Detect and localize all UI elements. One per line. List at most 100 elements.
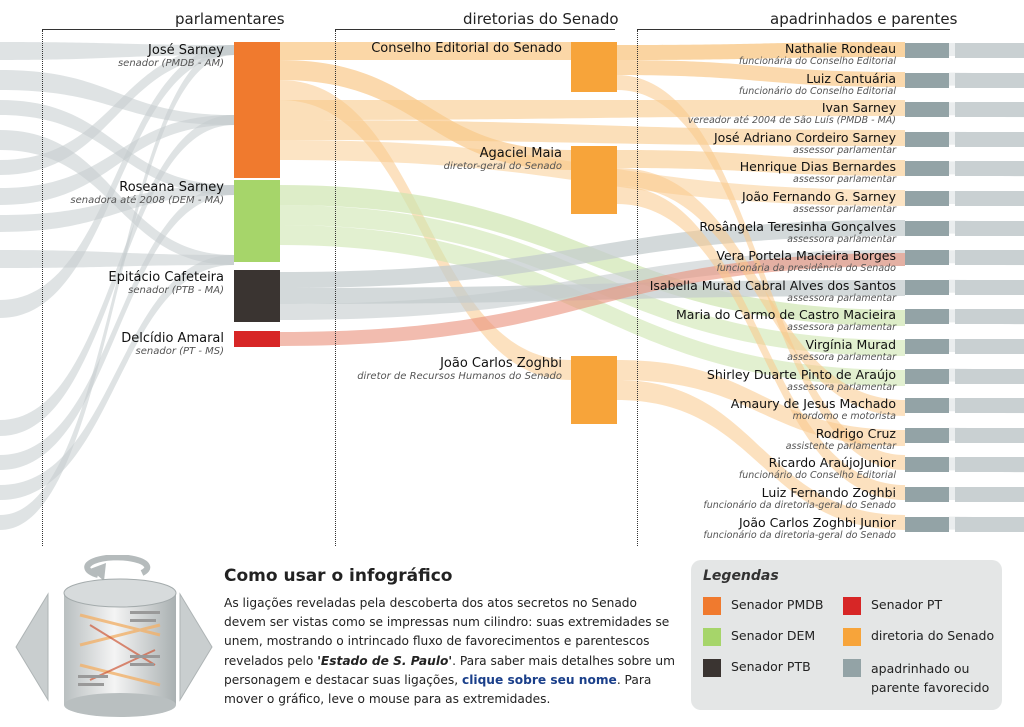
scroll-left-arrow-icon[interactable]: [14, 592, 50, 706]
apadrinhado-wrap-band: [955, 43, 1024, 58]
flow-ribbon: [0, 130, 234, 265]
apadrinhado-name[interactable]: Ivan Sarney: [821, 100, 896, 116]
header-apadrinhados: apadrinhados e parentes: [770, 10, 958, 28]
legend-panel: Legendas Senador PMDB Senador PT Senador…: [691, 560, 1002, 710]
flow-ribbon: [0, 70, 234, 125]
flow-ribbons: [0, 42, 1024, 532]
flow-ribbon: [0, 115, 234, 436]
apadrinhado-role: assessora parlamentar: [787, 352, 896, 363]
apadrinhado-name[interactable]: Amaury de Jesus Machado: [730, 396, 896, 412]
apadrinhado-wrap-band: [955, 279, 1024, 295]
flow-ribbon: [617, 168, 905, 416]
newspaper-name: 'Estado de S. Paulo': [317, 653, 453, 668]
apadrinhado-bar[interactable]: [905, 368, 949, 384]
how-to-title: Como usar o infográfico: [224, 566, 453, 586]
apadrinhado-bar[interactable]: [905, 457, 949, 473]
apadrinhado-name[interactable]: Rosângela Teresinha Gonçalves: [699, 218, 896, 234]
flow-ribbon: [280, 100, 905, 120]
diretoria-conselho-editorial[interactable]: Conselho Editorial do Senado: [371, 41, 562, 56]
click-name-link[interactable]: clique sobre seu nome: [461, 672, 617, 687]
apadrinhado-name[interactable]: Rodrigo Cruz: [815, 425, 896, 441]
apadrinhado-name[interactable]: Isabella Murad Cabral Alves dos Santos: [649, 277, 896, 293]
bar-agaciel-maia[interactable]: [571, 146, 617, 214]
flow-ribbon: [280, 42, 571, 60]
apadrinhado-bar[interactable]: [905, 487, 949, 502]
apadrinhado-role: assessora parlamentar: [787, 381, 896, 393]
flow-ribbon: [0, 45, 234, 318]
apadrinhado-role: funcionária da presidência do Senado: [716, 263, 896, 275]
apadrinhado-role: funcionário da diretoria-geral do Senado: [703, 500, 896, 511]
flow-ribbon: [617, 360, 905, 446]
legend-item-pt: Senador PT: [843, 597, 942, 615]
apadrinhado-name[interactable]: Henrique Dias Bernardes: [739, 159, 896, 175]
apadrinhado-bar[interactable]: [905, 309, 949, 325]
apadrinhado-role: mordomo e motorista: [792, 411, 896, 423]
apadrinhado-bar[interactable]: [905, 339, 949, 354]
apadrinhado-name[interactable]: Shirley Duarte Pinto de Araújo: [706, 366, 896, 382]
apadrinhado-wrap-band: [955, 309, 1024, 325]
flow-ribbon: [617, 380, 905, 530]
bar-epitacio-cafeteira[interactable]: [234, 270, 280, 322]
apadrinhado-wrap-band: [955, 72, 1024, 88]
flow-ribbon: [617, 60, 905, 87]
apadrinhado-wrap-band: [955, 427, 1024, 443]
apadrinhado-bar[interactable]: [905, 161, 949, 177]
apadrinhado-name[interactable]: Nathalie Rondeau: [784, 41, 896, 56]
apadrinhado-name[interactable]: Maria do Carmo de Castro Macieira: [676, 307, 896, 323]
apadrinhado-wrap-band: [955, 191, 1024, 206]
apadrinhado-bar[interactable]: [905, 250, 949, 266]
apadrinhado-role: assessor parlamentar: [793, 174, 896, 186]
flow-ribbon: [0, 185, 234, 232]
apadrinhado-name[interactable]: João Fernando G. Sarney: [742, 189, 896, 204]
apadrinhado-name[interactable]: Luiz Cantuária: [806, 70, 896, 86]
apadrinhado-bar[interactable]: [905, 220, 949, 236]
bar-roseana-sarney[interactable]: [234, 180, 280, 262]
apadrinhado-role: vereador até 2004 de São Luís (PMDB - MA…: [687, 115, 896, 127]
bar-joao-carlos-zoghbi[interactable]: [571, 356, 617, 424]
apadrinhado-bar[interactable]: [905, 191, 949, 206]
apadrinhado-bar[interactable]: [905, 516, 949, 532]
flow-ribbon: [0, 45, 234, 175]
apadrinhado-bar[interactable]: [905, 72, 949, 88]
apadrinhado-name[interactable]: José Adriano Cordeiro Sarney: [714, 129, 896, 145]
bar-delcidio-amaral[interactable]: [234, 331, 280, 347]
legend-title: Legendas: [703, 568, 779, 584]
column-divider: [637, 30, 638, 546]
apadrinhado-role: funcionário do Conselho Editorial: [738, 85, 896, 97]
apadrinhado-wrap-band: [955, 368, 1024, 384]
apadrinhado-role: assistente parlamentar: [785, 440, 896, 452]
header-parlamentares: parlamentares: [175, 10, 285, 28]
legend-swatch: [703, 659, 721, 677]
apadrinhado-bar[interactable]: [905, 279, 949, 295]
apadrinhado-bar[interactable]: [905, 398, 949, 414]
flow-ribbon: [0, 255, 234, 500]
apadrinhado-bar[interactable]: [905, 131, 949, 147]
bar-conselho-editorial[interactable]: [571, 42, 617, 92]
apadrinhado-bar[interactable]: [905, 102, 949, 118]
flow-ribbon: [617, 75, 905, 470]
apadrinhado-name[interactable]: Luiz Fernando Zoghbi: [761, 485, 896, 500]
apadrinhado-name[interactable]: Virgínia Murad: [805, 337, 896, 352]
legend-item-pmdb: Senador PMDB: [703, 597, 823, 615]
apadrinhado-name[interactable]: Ricardo AraújoJunior: [768, 455, 896, 471]
header-rule: [637, 29, 950, 30]
bar-jose-sarney[interactable]: [234, 42, 280, 178]
apadrinhado-wrap-band: [955, 131, 1024, 147]
apadrinhado-wrap-band: [955, 487, 1024, 502]
legend-swatch: [703, 628, 721, 646]
apadrinhado-bar[interactable]: [905, 43, 949, 58]
apadrinhado-name[interactable]: Vera Portela Macieira Borges: [716, 248, 896, 264]
scroll-right-arrow-icon[interactable]: [178, 592, 214, 706]
header-rule: [335, 29, 615, 30]
apadrinhado-bar[interactable]: [905, 427, 949, 443]
legend-item-apadrinhado: apadrinhado ou parente favorecido: [843, 659, 993, 697]
apadrinhado-wrap-band: [955, 161, 1024, 177]
apadrinhado-name[interactable]: João Carlos Zoghbi Junior: [739, 514, 896, 530]
